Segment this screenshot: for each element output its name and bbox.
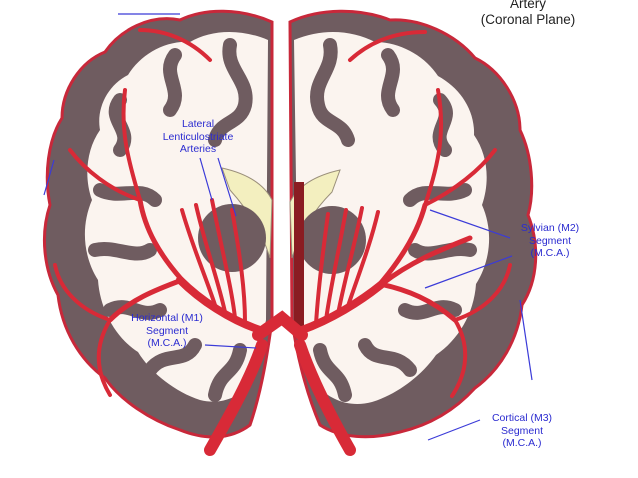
m3-cortical-branches xyxy=(53,28,512,398)
anterior-cerebral-junction xyxy=(252,310,308,341)
internal-carotid-left xyxy=(204,339,268,456)
lenticulostriate-branches xyxy=(180,198,380,326)
m1-segment-left xyxy=(176,276,264,334)
label-line: Cortical (M3) xyxy=(491,412,553,424)
label-cortical-segment: Cortical (M3) Segment (M.C.A.) xyxy=(472,412,572,450)
diagram-title: Artery (Coronal Plane) xyxy=(468,0,588,28)
lateral-ventricle-left xyxy=(221,167,273,259)
internal-carotid-right xyxy=(294,339,356,456)
title-line-2: (Coronal Plane) xyxy=(480,12,576,27)
label-line: Lenticulostriate xyxy=(162,130,234,143)
label-lenticulostriate-arteries: Lateral Lenticulostriate Arteries xyxy=(148,118,248,156)
label-line: Horizontal (M1) xyxy=(131,312,203,324)
label-line: (M.C.A.) xyxy=(502,437,542,449)
leader-horizontal xyxy=(204,344,257,349)
m1-segment-right xyxy=(298,280,386,334)
label-sylvian-segment: Sylvian (M2) Segment (M.C.A.) xyxy=(500,222,600,260)
label-line: Segment xyxy=(528,234,572,247)
gyri-folds xyxy=(88,38,477,402)
label-line: Lateral xyxy=(181,118,215,130)
label-line: (M.C.A.) xyxy=(147,337,187,349)
third-ventricle-artery xyxy=(294,182,304,330)
leader-cortical xyxy=(427,299,533,441)
middle-cerebral-arteries xyxy=(53,28,512,456)
label-line: (M.C.A.) xyxy=(530,247,570,259)
label-line: Segment xyxy=(500,424,544,437)
label-horizontal-segment: Horizontal (M1) Segment (M.C.A.) xyxy=(112,312,222,350)
label-line: Arteries xyxy=(179,143,217,155)
leader-lenticulostriate xyxy=(199,157,237,217)
label-line: Sylvian (M2) xyxy=(520,222,580,234)
leader-lines xyxy=(43,13,533,441)
leader-far-left xyxy=(43,159,55,196)
m2-sylvian-branches xyxy=(107,197,473,323)
leader-sylvian xyxy=(424,209,513,289)
title-line-1: Artery xyxy=(509,0,546,11)
label-line: Segment xyxy=(145,324,189,337)
